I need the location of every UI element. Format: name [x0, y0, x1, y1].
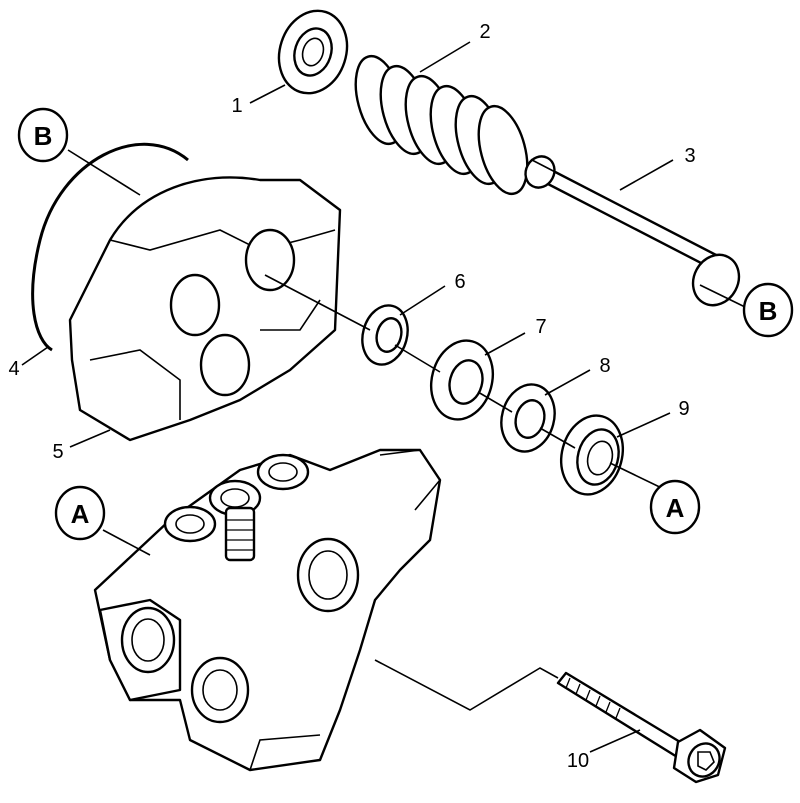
- callout-numbers: 1 2 3 4 5 6 7 8 9 10: [8, 21, 695, 772]
- reference-marker-a-left: A: [54, 485, 106, 541]
- callout-8: 8: [599, 355, 610, 377]
- reference-marker-b-right: B: [742, 282, 794, 338]
- reference-marker-a-right: A: [649, 479, 701, 535]
- reference-label: A: [71, 499, 90, 529]
- callout-2: 2: [479, 21, 490, 43]
- callout-3: 3: [684, 145, 695, 167]
- callout-7: 7: [535, 316, 546, 338]
- part-1-retaining-washer: [277, 9, 349, 95]
- reference-label: B: [759, 296, 778, 326]
- part-6-seal: [361, 304, 409, 366]
- part-9-seal: [560, 414, 624, 496]
- callout-9: 9: [678, 398, 689, 420]
- leader-lines: [21, 41, 746, 753]
- part-4-o-ring: [31, 142, 189, 352]
- reference-label: A: [666, 493, 685, 523]
- reference-marker-b-left: B: [17, 107, 69, 163]
- part-10-bolt: [556, 671, 727, 784]
- reference-label: B: [34, 121, 53, 151]
- part-8-washer: [500, 383, 556, 453]
- part-3-piston: [524, 155, 741, 307]
- part-2-spring: [354, 54, 529, 196]
- callout-10: 10: [567, 750, 589, 772]
- part-7-seal-ring: [430, 339, 494, 421]
- part-5-pump-cover: [68, 176, 342, 442]
- pump-housing: [93, 448, 442, 772]
- callout-1: 1: [231, 95, 242, 117]
- callout-6: 6: [454, 271, 465, 293]
- assembly-axis-lines: [264, 274, 576, 449]
- callout-5: 5: [52, 441, 63, 463]
- callout-4: 4: [8, 358, 19, 380]
